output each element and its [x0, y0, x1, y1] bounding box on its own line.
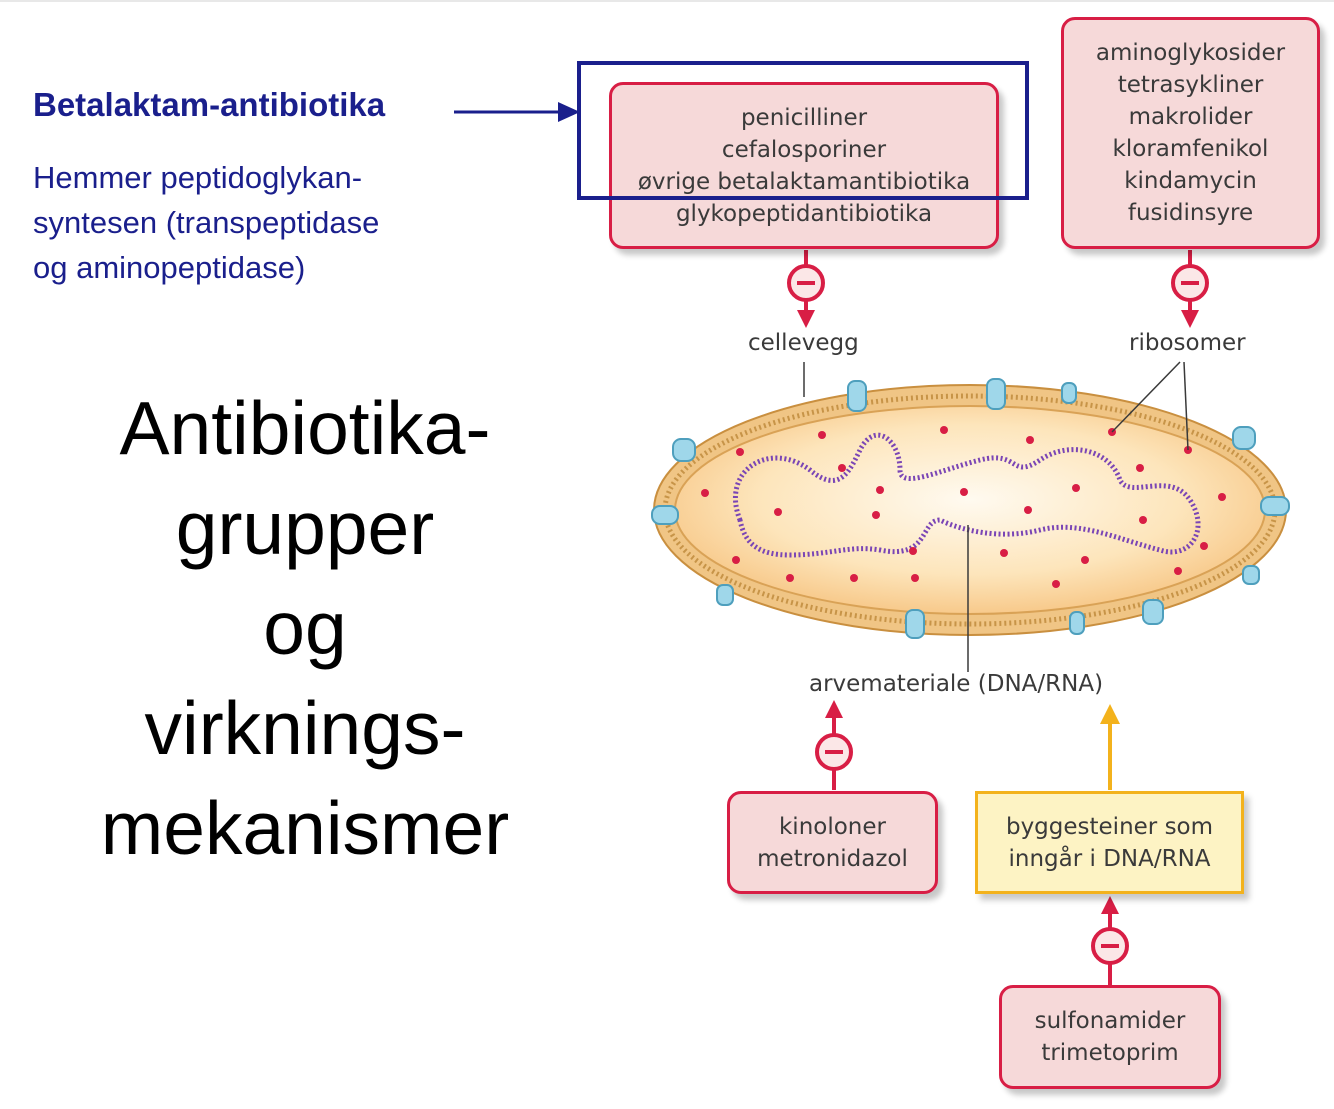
- dna-strand: [732, 432, 1201, 558]
- cytoplasm: [674, 405, 1266, 615]
- drug-name: øvrige betalaktamantibiotika: [637, 168, 971, 195]
- drug-name: aminoglykosider: [1095, 40, 1286, 66]
- box-text: inngår i DNA/RNA: [1008, 845, 1211, 872]
- inhibit-arrow-ribosome: [1171, 250, 1209, 328]
- betalactam-description: Hemmer peptidoglykan- syntesen (transpep…: [33, 155, 473, 290]
- genetic-material-label: arvemateriale (DNA/RNA): [809, 671, 1104, 697]
- drug-name: tetrasykliner: [1117, 72, 1264, 98]
- drug-name: sulfonamider: [1034, 1008, 1186, 1034]
- drug-name: kloramfenikol: [1112, 136, 1269, 162]
- drug-name: penicilliner: [740, 104, 868, 131]
- description-line: Hemmer peptidoglykan-: [33, 160, 363, 195]
- drug-name: makrolider: [1128, 104, 1253, 130]
- dna-inhibitors-box: kinoloner metronidazol: [727, 791, 938, 894]
- title-line: mekanismer: [100, 786, 510, 870]
- cell-wall-inhibitors-box: penicilliner cefalosporiner øvrige betal…: [609, 82, 999, 249]
- title-line: og: [263, 586, 347, 670]
- top-border: [0, 0, 1334, 2]
- title-line: Antibiotika-: [119, 386, 491, 470]
- page-title: Antibiotika- grupper og virknings- mekan…: [40, 378, 570, 878]
- drug-name: cefalosporiner: [721, 136, 887, 163]
- title-line: grupper: [175, 486, 435, 570]
- drug-name: kindamycin: [1124, 168, 1257, 194]
- ribosomes: [701, 426, 1226, 588]
- description-line: syntesen (transpeptidase: [33, 205, 380, 240]
- porins: [651, 378, 1290, 639]
- drug-name: metronidazol: [757, 845, 908, 872]
- betalactam-heading: Betalaktam-antibiotika: [33, 86, 386, 123]
- right-arrow-icon: [454, 102, 580, 122]
- ribosome-inhibitors-box: aminoglykosider tetrasykliner makrolider…: [1061, 17, 1320, 249]
- inhibit-arrow-cellwall: [787, 250, 825, 328]
- drug-name: kinoloner: [778, 813, 886, 840]
- cell-wall-label: cellevegg: [748, 330, 859, 356]
- ribosomes-label: ribosomer: [1129, 330, 1246, 356]
- box-text: byggesteiner som: [1005, 813, 1214, 840]
- drug-name: trimetoprim: [1041, 1040, 1179, 1066]
- inhibit-arrow-dna: [815, 700, 853, 790]
- description-line: og aminopeptidase): [33, 250, 306, 285]
- drug-name: fusidinsyre: [1127, 200, 1254, 226]
- yellow-arrow-building-blocks: [1100, 704, 1120, 790]
- ribosome-leader: [1111, 361, 1189, 451]
- title-line: virknings-: [144, 686, 466, 770]
- inhibit-arrow-synthesis: [1091, 896, 1129, 986]
- drug-name: glykopeptidantibiotika: [675, 200, 933, 227]
- betalactam-highlight-frame: [577, 61, 1029, 200]
- building-blocks-box: byggesteiner som inngår i DNA/RNA: [975, 791, 1244, 894]
- synthesis-inhibitors-box: sulfonamider trimetoprim: [999, 985, 1221, 1089]
